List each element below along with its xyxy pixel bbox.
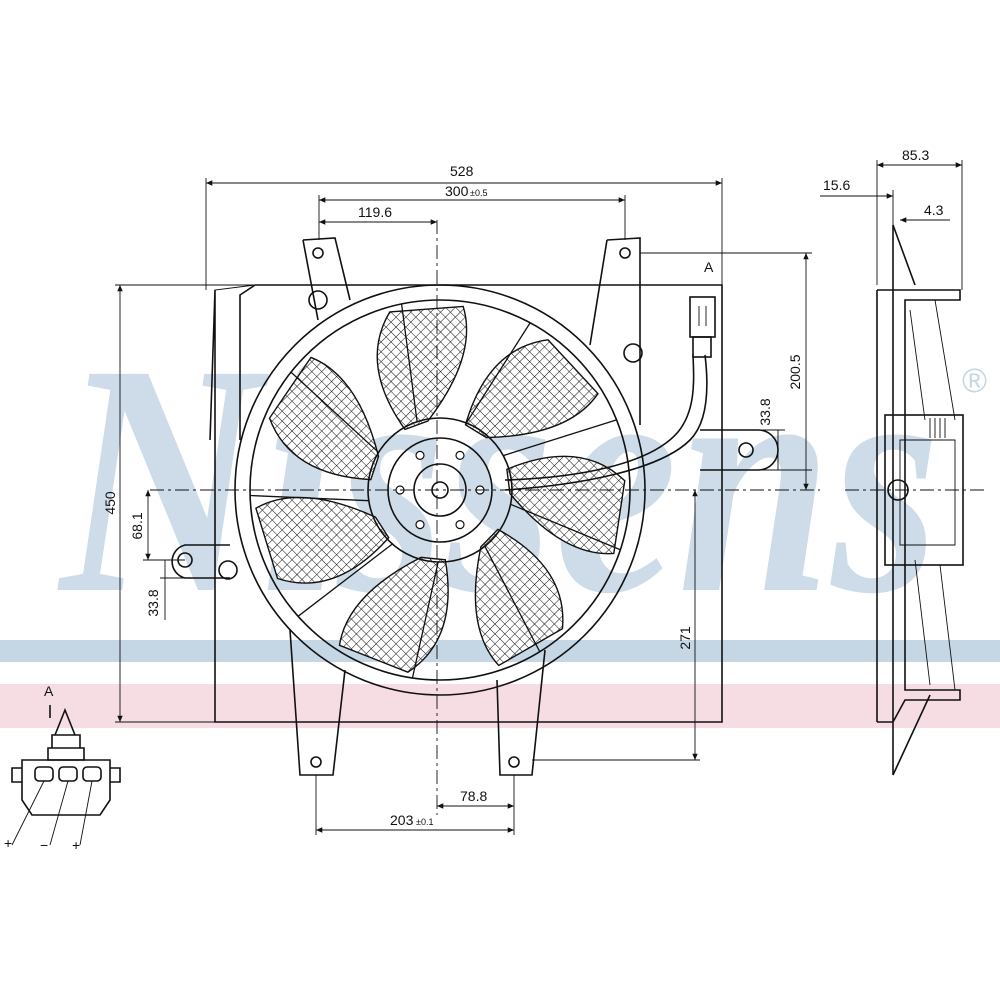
dim-depth-front: 15.6 [823, 177, 850, 193]
connector-pin-3 [82, 766, 102, 782]
harness-connector-boot [692, 336, 712, 358]
top-right-boss [623, 343, 643, 363]
hub-bolt [455, 450, 465, 460]
dim-hub-offset: 119.6 [358, 204, 392, 220]
dim-upper-height: 200.5 [787, 354, 803, 389]
side-view-profile [876, 225, 961, 775]
dim-bottom-offset: 78.8 [460, 788, 487, 804]
connector-pin-label-2: − [40, 837, 48, 853]
fan-assembly [234, 284, 646, 696]
fan-strut [484, 546, 541, 653]
bottom-right-mount-leg [496, 649, 546, 776]
top-left-boss [308, 290, 328, 310]
dim-depth-lip: 4.3 [924, 202, 944, 218]
connector-pin-1 [34, 766, 54, 782]
fan-blade [464, 339, 599, 439]
top-left-mount-ear [302, 237, 351, 321]
fan-strut [510, 503, 621, 551]
fan-strut [503, 419, 617, 457]
top-right-mount-ear [589, 237, 641, 425]
fan-blade [268, 356, 380, 481]
fan-blade [474, 528, 564, 667]
fan-struts [250, 303, 621, 679]
bottom-right-mount-hole [508, 756, 520, 768]
wire-harness [504, 296, 716, 491]
connector-pin-label-3: + [72, 837, 80, 853]
fan-blade [506, 455, 626, 555]
dimension-labels: 528 300 ±0.5 119.6 200.5 33.8 450 68.1 3… [102, 147, 944, 828]
fan-strut [250, 494, 369, 502]
bottom-left-mount-leg [289, 629, 346, 776]
side-view-blade-profile [909, 299, 956, 691]
top-left-mount-hole [312, 247, 324, 259]
connector-view-a: A + − + [4, 683, 121, 853]
harness-cable [504, 354, 708, 491]
connector-view-label: A [44, 683, 54, 699]
dim-tab-offset-right: 33.8 [757, 398, 773, 425]
dim-mount-spacing-tol: ±0.5 [470, 188, 487, 198]
left-side-tab [171, 544, 230, 579]
fan-strut [290, 371, 380, 453]
top-right-mount-hole [619, 247, 631, 259]
connector-housing [11, 759, 121, 816]
fan-strut [465, 322, 531, 424]
motor-hub-bolts [395, 450, 485, 530]
fan-strut [297, 543, 393, 617]
bottom-left-mount-hole [310, 756, 322, 768]
watermark-registered-mark: ® [962, 362, 987, 400]
harness-cable-2 [504, 354, 695, 481]
dim-left-tab-height: 68.1 [129, 512, 145, 539]
dim-depth-total: 85.3 [902, 147, 929, 163]
hub-bolt [455, 520, 465, 530]
connector-pin-label-1: + [4, 835, 12, 851]
dimension-lines [115, 160, 963, 835]
right-side-tab-hole [738, 442, 754, 458]
fan-shroud-front-view [171, 237, 779, 776]
view-marker-a: A [704, 259, 714, 275]
centre-lines [150, 220, 820, 815]
shroud-frame [209, 284, 723, 723]
dim-overall-height: 450 [102, 491, 118, 515]
dim-bottom-spacing: 203 [390, 812, 414, 828]
dim-mount-spacing: 300 [445, 183, 469, 199]
dim-lower-height: 271 [677, 626, 693, 650]
fan-blade [376, 305, 468, 431]
side-view-motor-detail [899, 418, 956, 546]
fan-blade [338, 556, 449, 673]
hub-bolt [415, 450, 425, 460]
connector-pin-2 [58, 766, 78, 782]
hub-bolt [415, 520, 425, 530]
watermark-band-red [0, 684, 1000, 728]
dim-bottom-spacing-tol: ±0.1 [416, 817, 433, 827]
fan-blades [255, 305, 626, 673]
left-lower-boss [218, 560, 238, 580]
fan-side-view [845, 224, 985, 776]
dim-left-tab-offset: 33.8 [145, 589, 161, 616]
side-view-shroud-lip [892, 224, 931, 776]
dim-overall-width: 528 [450, 163, 474, 179]
fan-blade [255, 496, 390, 584]
fan-strut [411, 561, 439, 679]
fan-strut [400, 303, 418, 422]
